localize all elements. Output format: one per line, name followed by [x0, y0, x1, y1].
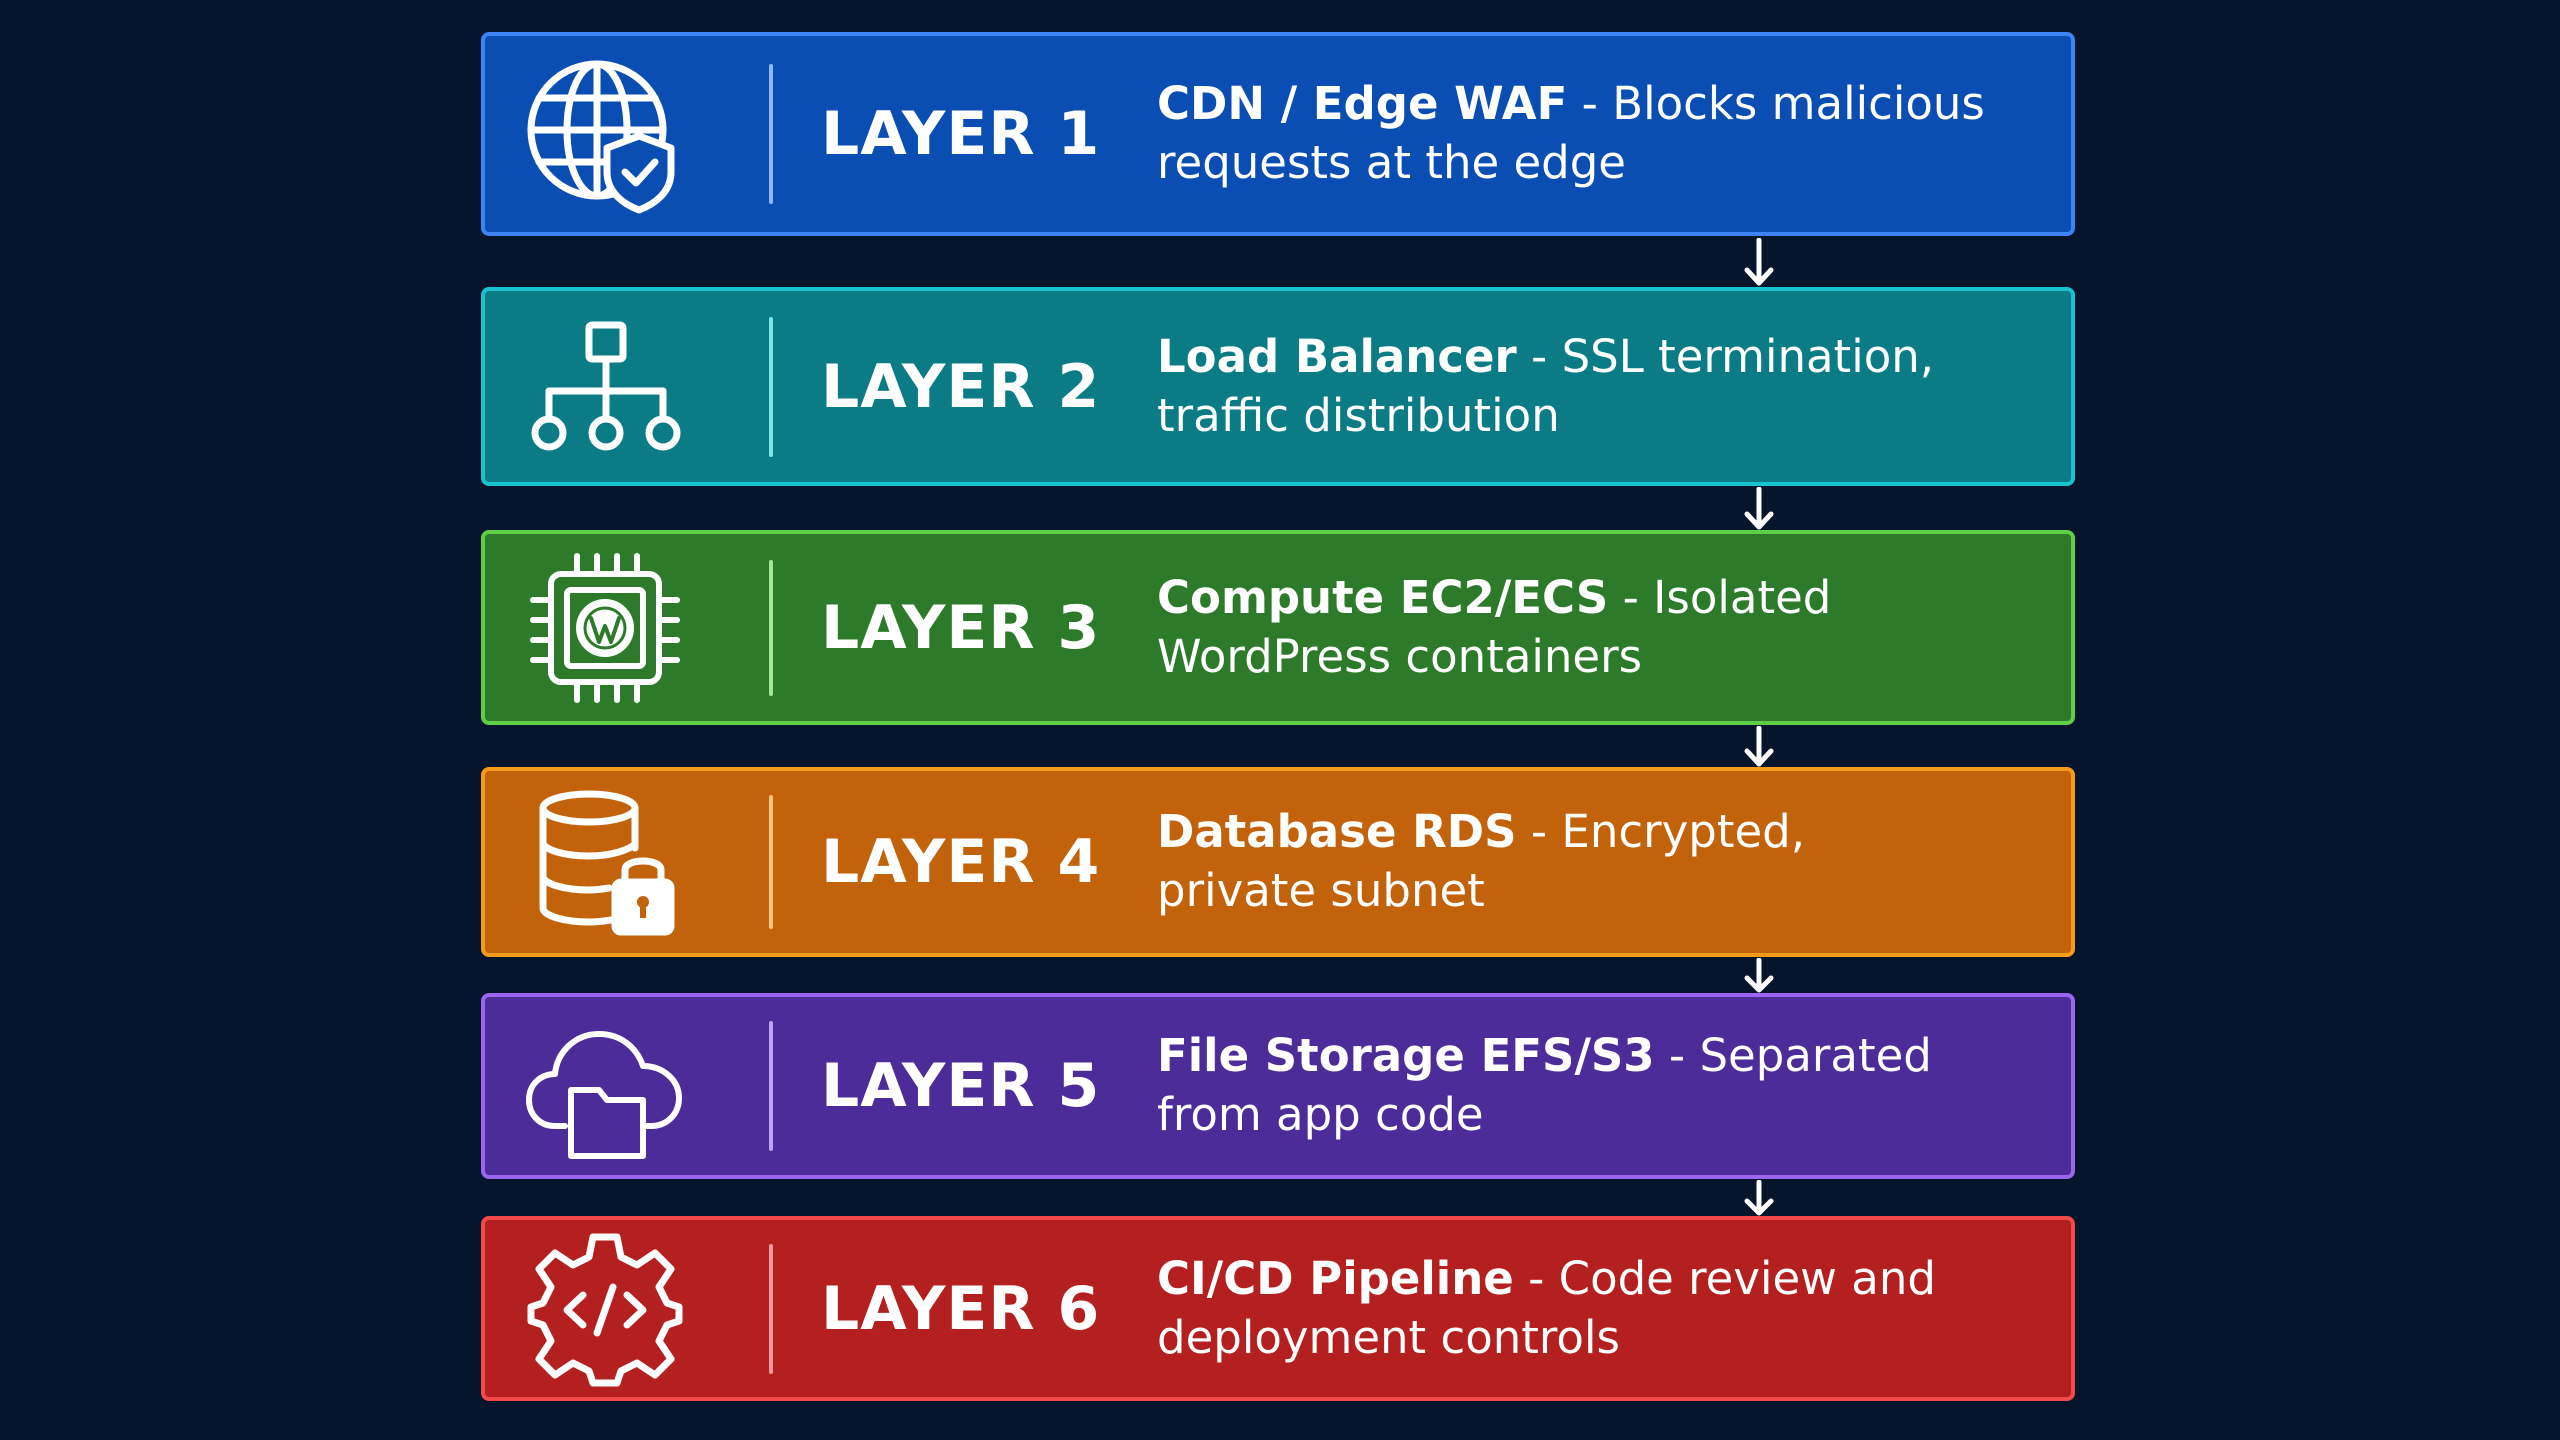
layer-title: CDN / Edge WAF — [1157, 77, 1568, 130]
layer-label: LAYER 3 — [821, 592, 1101, 663]
layer-separator: - — [1654, 1029, 1700, 1082]
layer-detail-line2: traffic distribution — [1157, 388, 1560, 442]
layer-5-box: LAYER 5 File Storage EFS/S3 - Separated … — [481, 993, 2075, 1179]
layer-label: LAYER 2 — [821, 351, 1101, 422]
database-lock-icon — [525, 782, 685, 942]
layer-title: CI/CD Pipeline — [1157, 1251, 1514, 1305]
layer-label: LAYER 5 — [821, 1051, 1101, 1121]
layer-description: Compute EC2/ECS - Isolated WordPress con… — [1157, 568, 2037, 688]
layer-separator: - — [1516, 329, 1562, 383]
layer-detail-line2: private subnet — [1157, 864, 1485, 917]
layer-separator: - — [1513, 1251, 1559, 1305]
layer-2-box: LAYER 2 Load Balancer - SSL termination,… — [481, 287, 2075, 486]
layer-description: Load Balancer - SSL termination, traffic… — [1157, 327, 2037, 447]
layer-divider — [769, 559, 773, 696]
layer-detail-line1: Blocks malicious — [1612, 77, 1985, 130]
layer-divider — [769, 795, 773, 929]
layer-label: LAYER 1 — [821, 99, 1101, 169]
layer-divider — [769, 64, 773, 204]
layer-detail-line1: SSL termination, — [1561, 329, 1935, 383]
layer-detail-line1: Isolated — [1653, 570, 1832, 624]
layer-detail-line2: WordPress containers — [1157, 629, 1643, 683]
down-arrow-icon — [1739, 487, 1779, 531]
network-hierarchy-icon — [525, 307, 685, 467]
layer-6-box: LAYER 6 CI/CD Pipeline - Code review and… — [481, 1216, 2075, 1401]
layer-separator: - — [1567, 77, 1613, 130]
layer-label: LAYER 6 — [821, 1273, 1101, 1344]
layer-label: LAYER 4 — [821, 827, 1101, 897]
down-arrow-icon — [1739, 238, 1779, 288]
layer-4-box: LAYER 4 Database RDS - Encrypted, privat… — [481, 767, 2075, 957]
layer-description: CI/CD Pipeline - Code review and deploym… — [1157, 1249, 2037, 1369]
layer-detail-line2: deployment controls — [1157, 1310, 1620, 1364]
layer-divider — [769, 1021, 773, 1151]
layer-detail-line1: Code review and — [1558, 1251, 1936, 1305]
layer-divider — [769, 316, 773, 457]
cpu-wordpress-icon — [525, 548, 685, 708]
layer-1-box: LAYER 1 CDN / Edge WAF - Blocks maliciou… — [481, 32, 2075, 236]
layer-detail-line1: Encrypted, — [1561, 805, 1806, 858]
security-layers-stack: LAYER 1 CDN / Edge WAF - Blocks maliciou… — [481, 0, 2075, 1440]
down-arrow-icon — [1739, 1180, 1779, 1217]
layer-title: File Storage EFS/S3 — [1157, 1029, 1655, 1082]
down-arrow-icon — [1739, 726, 1779, 768]
down-arrow-icon — [1739, 958, 1779, 994]
layer-title: Load Balancer — [1157, 329, 1517, 383]
layer-description: File Storage EFS/S3 - Separated from app… — [1157, 1026, 2037, 1146]
globe-shield-icon — [525, 54, 685, 214]
cloud-folder-icon — [525, 1006, 685, 1166]
gear-code-icon — [525, 1229, 685, 1389]
layer-description: CDN / Edge WAF - Blocks malicious reques… — [1157, 74, 2037, 194]
layer-title: Compute EC2/ECS — [1157, 570, 1609, 624]
layer-detail-line2: requests at the edge — [1157, 136, 1626, 189]
layer-detail-line2: from app code — [1157, 1088, 1484, 1141]
layer-divider — [769, 1243, 773, 1374]
layer-separator: - — [1516, 805, 1562, 858]
layer-separator: - — [1608, 570, 1654, 624]
layer-detail-line1: Separated — [1699, 1029, 1932, 1082]
layer-3-box: LAYER 3 Compute EC2/ECS - Isolated WordP… — [481, 530, 2075, 725]
layer-description: Database RDS - Encrypted, private subnet — [1157, 802, 2037, 922]
layer-title: Database RDS — [1157, 805, 1517, 858]
